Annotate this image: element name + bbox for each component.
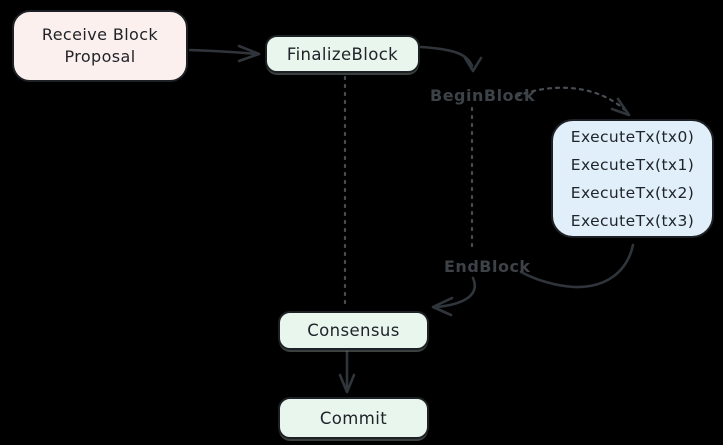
node-commit: Commit: [278, 397, 429, 439]
edge-executetx-to-endblock: [519, 243, 635, 289]
node-execute-tx: ExecuteTx(tx0) ExecuteTx(tx1) ExecuteTx(…: [551, 119, 714, 238]
node-finalize-block: FinalizeBlock: [265, 35, 420, 73]
node-execute-tx-line-2: ExecuteTx(tx2): [570, 183, 695, 202]
node-receive-block-proposal-label-line2: Proposal: [64, 47, 136, 66]
node-execute-tx-line-3: ExecuteTx(tx3): [570, 211, 695, 230]
edge-beginblock-to-executetx: [515, 86, 628, 113]
node-commit-label: Commit: [319, 408, 388, 428]
phase-label-begin-block: BeginBlock: [430, 86, 536, 105]
node-execute-tx-line-0: ExecuteTx(tx0): [570, 127, 695, 146]
edge-endblock-to-consensus-arrowhead: [431, 296, 454, 317]
node-receive-block-proposal-label-line1: Receive Block: [41, 24, 159, 44]
node-consensus: Consensus: [278, 311, 429, 350]
node-receive-block-proposal: Receive Block Proposal: [12, 10, 188, 82]
edge-beginblock-to-executetx-arrowhead: [610, 97, 631, 117]
node-finalize-block-label: FinalizeBlock: [286, 44, 399, 64]
edge-consensus-to-commit-arrowhead: [338, 373, 356, 394]
edge-finalize-to-beginblock: [419, 45, 474, 68]
edge-finalize-to-beginblock-arrowhead: [463, 56, 483, 73]
node-execute-tx-line-1: ExecuteTx(tx1): [570, 155, 695, 174]
edge-receive-to-finalize-arrowhead: [237, 44, 261, 63]
edge-receive-to-finalize: [188, 48, 258, 56]
node-consensus-label: Consensus: [307, 321, 400, 340]
phase-label-end-block: EndBlock: [444, 257, 531, 276]
edge-endblock-to-consensus: [435, 276, 476, 309]
